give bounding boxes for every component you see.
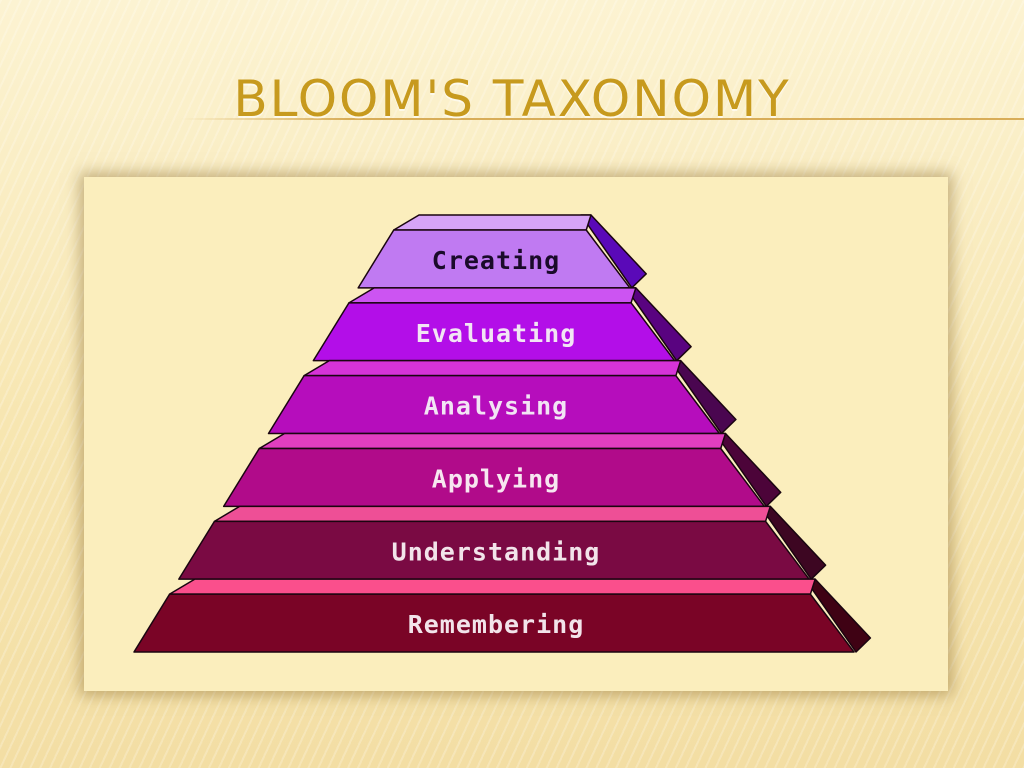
level-ledge [303,359,682,377]
pyramid-diagram: CreatingEvaluatingAnalysingApplyingUnder… [133,214,872,653]
pyramid-level: Evaluating [312,287,692,362]
slide-title: Bloom's Taxonomy [233,70,791,128]
level-label: Analysing [424,392,568,421]
level-ledge [258,432,727,450]
level-ledge [393,214,592,231]
pyramid-level: Remembering [133,578,872,653]
pyramid-level: Applying [222,432,782,508]
pyramid-level: Analysing [267,359,737,435]
level-label: Remembering [408,610,585,639]
level-ledge [348,287,637,304]
pyramid-level: Understanding [178,505,827,580]
level-label: Creating [432,246,560,275]
title-underline [180,118,1024,120]
level-label: Applying [432,464,560,493]
level-label: Evaluating [416,319,577,348]
level-label: Understanding [392,537,601,566]
level-front-face [133,593,855,653]
pyramid-level: Creating [357,214,647,289]
level-ledge [168,578,816,595]
level-ledge [213,505,772,523]
